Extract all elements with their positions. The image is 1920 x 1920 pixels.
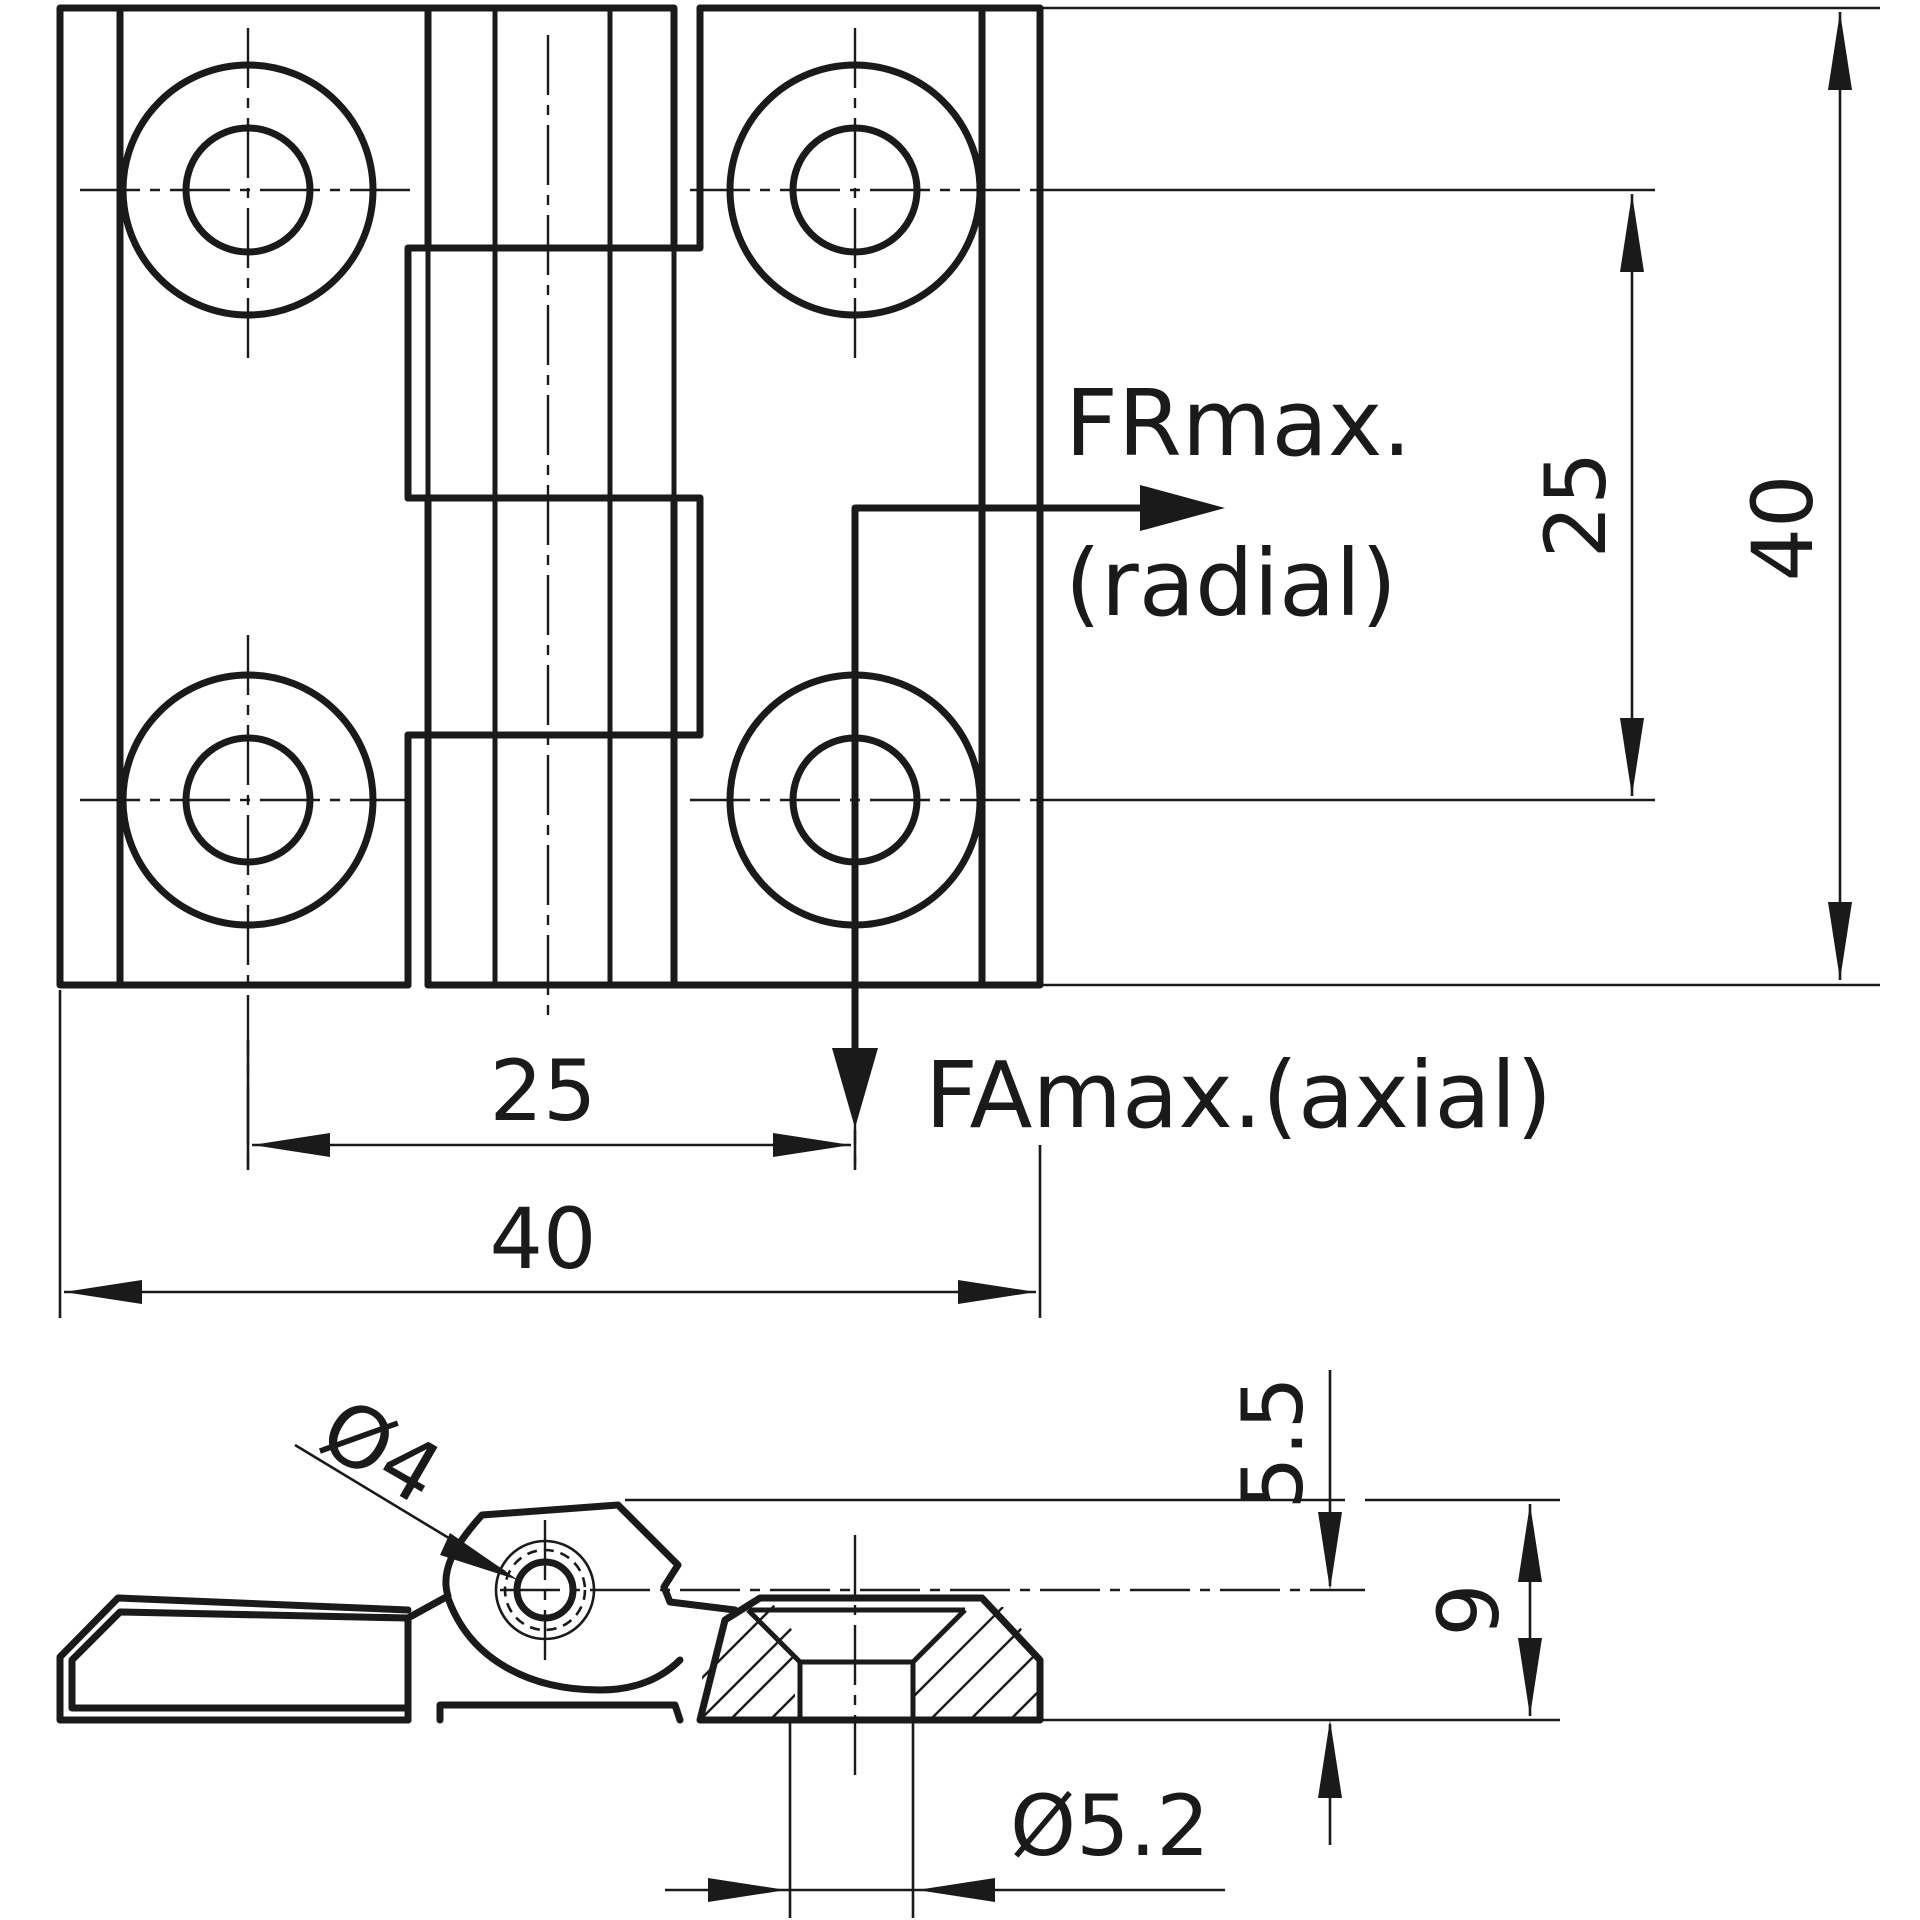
side-view: [56, 1501, 1365, 1775]
dim-overall-height: 40: [1734, 475, 1832, 582]
centre-lines: [80, 28, 1030, 1170]
front-dimensions: [58, 6, 1880, 1318]
mounting-holes: [119, 61, 984, 929]
force-arrows: [832, 485, 1225, 1128]
hinge-knuckles: [404, 4, 704, 989]
dim-thickness: 9: [1420, 1583, 1518, 1636]
side-dimensions: [294, 1370, 1560, 1918]
force-radial-sublabel: (radial): [1065, 530, 1397, 637]
dim-pin-diameter: Ø4: [305, 1379, 458, 1524]
dim-overall-width: 40: [490, 1190, 597, 1288]
dim-hole-diameter: Ø5.2: [1010, 1777, 1210, 1875]
dim-hole-spacing-horizontal: 25: [490, 1042, 597, 1140]
front-view: [56, 4, 1225, 1170]
dim-hole-spacing-vertical: 25: [1527, 452, 1625, 559]
force-radial-label: FRmax.: [1065, 370, 1412, 477]
left-leaf: [56, 4, 432, 989]
force-axial-label: FAmax.(axial): [925, 1042, 1552, 1149]
dim-pin-offset: 5.5: [1224, 1376, 1322, 1510]
